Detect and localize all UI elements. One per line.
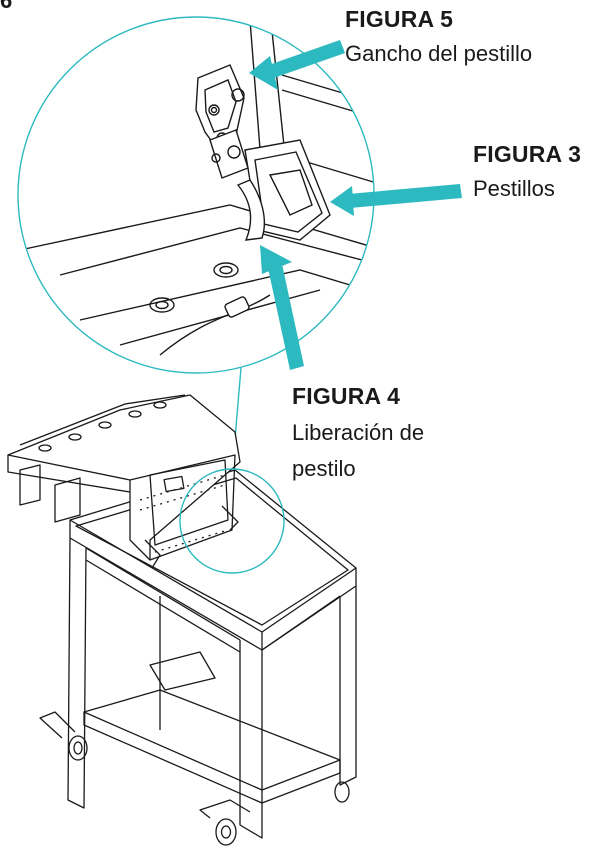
figure-3-title: FIGURA 3 bbox=[473, 141, 582, 167]
figure-4-caption-line-2: pestilo bbox=[292, 456, 356, 481]
corner-mark: 6 bbox=[0, 0, 13, 13]
arrow-fig4 bbox=[260, 245, 304, 370]
figure-3-caption: Pestillos bbox=[473, 176, 555, 201]
arrow-fig3 bbox=[330, 184, 462, 216]
callout-arrows bbox=[249, 40, 462, 370]
figure-4-caption-line-1: Liberación de bbox=[292, 420, 425, 445]
cart-drawing bbox=[7, 394, 357, 846]
figure-5-title: FIGURA 5 bbox=[345, 6, 454, 32]
figure-4-title: FIGURA 4 bbox=[292, 383, 401, 409]
figure-5-caption: Gancho del pestillo bbox=[345, 41, 533, 66]
cart-detail-circle bbox=[179, 468, 285, 574]
arrow-fig5 bbox=[249, 40, 345, 90]
